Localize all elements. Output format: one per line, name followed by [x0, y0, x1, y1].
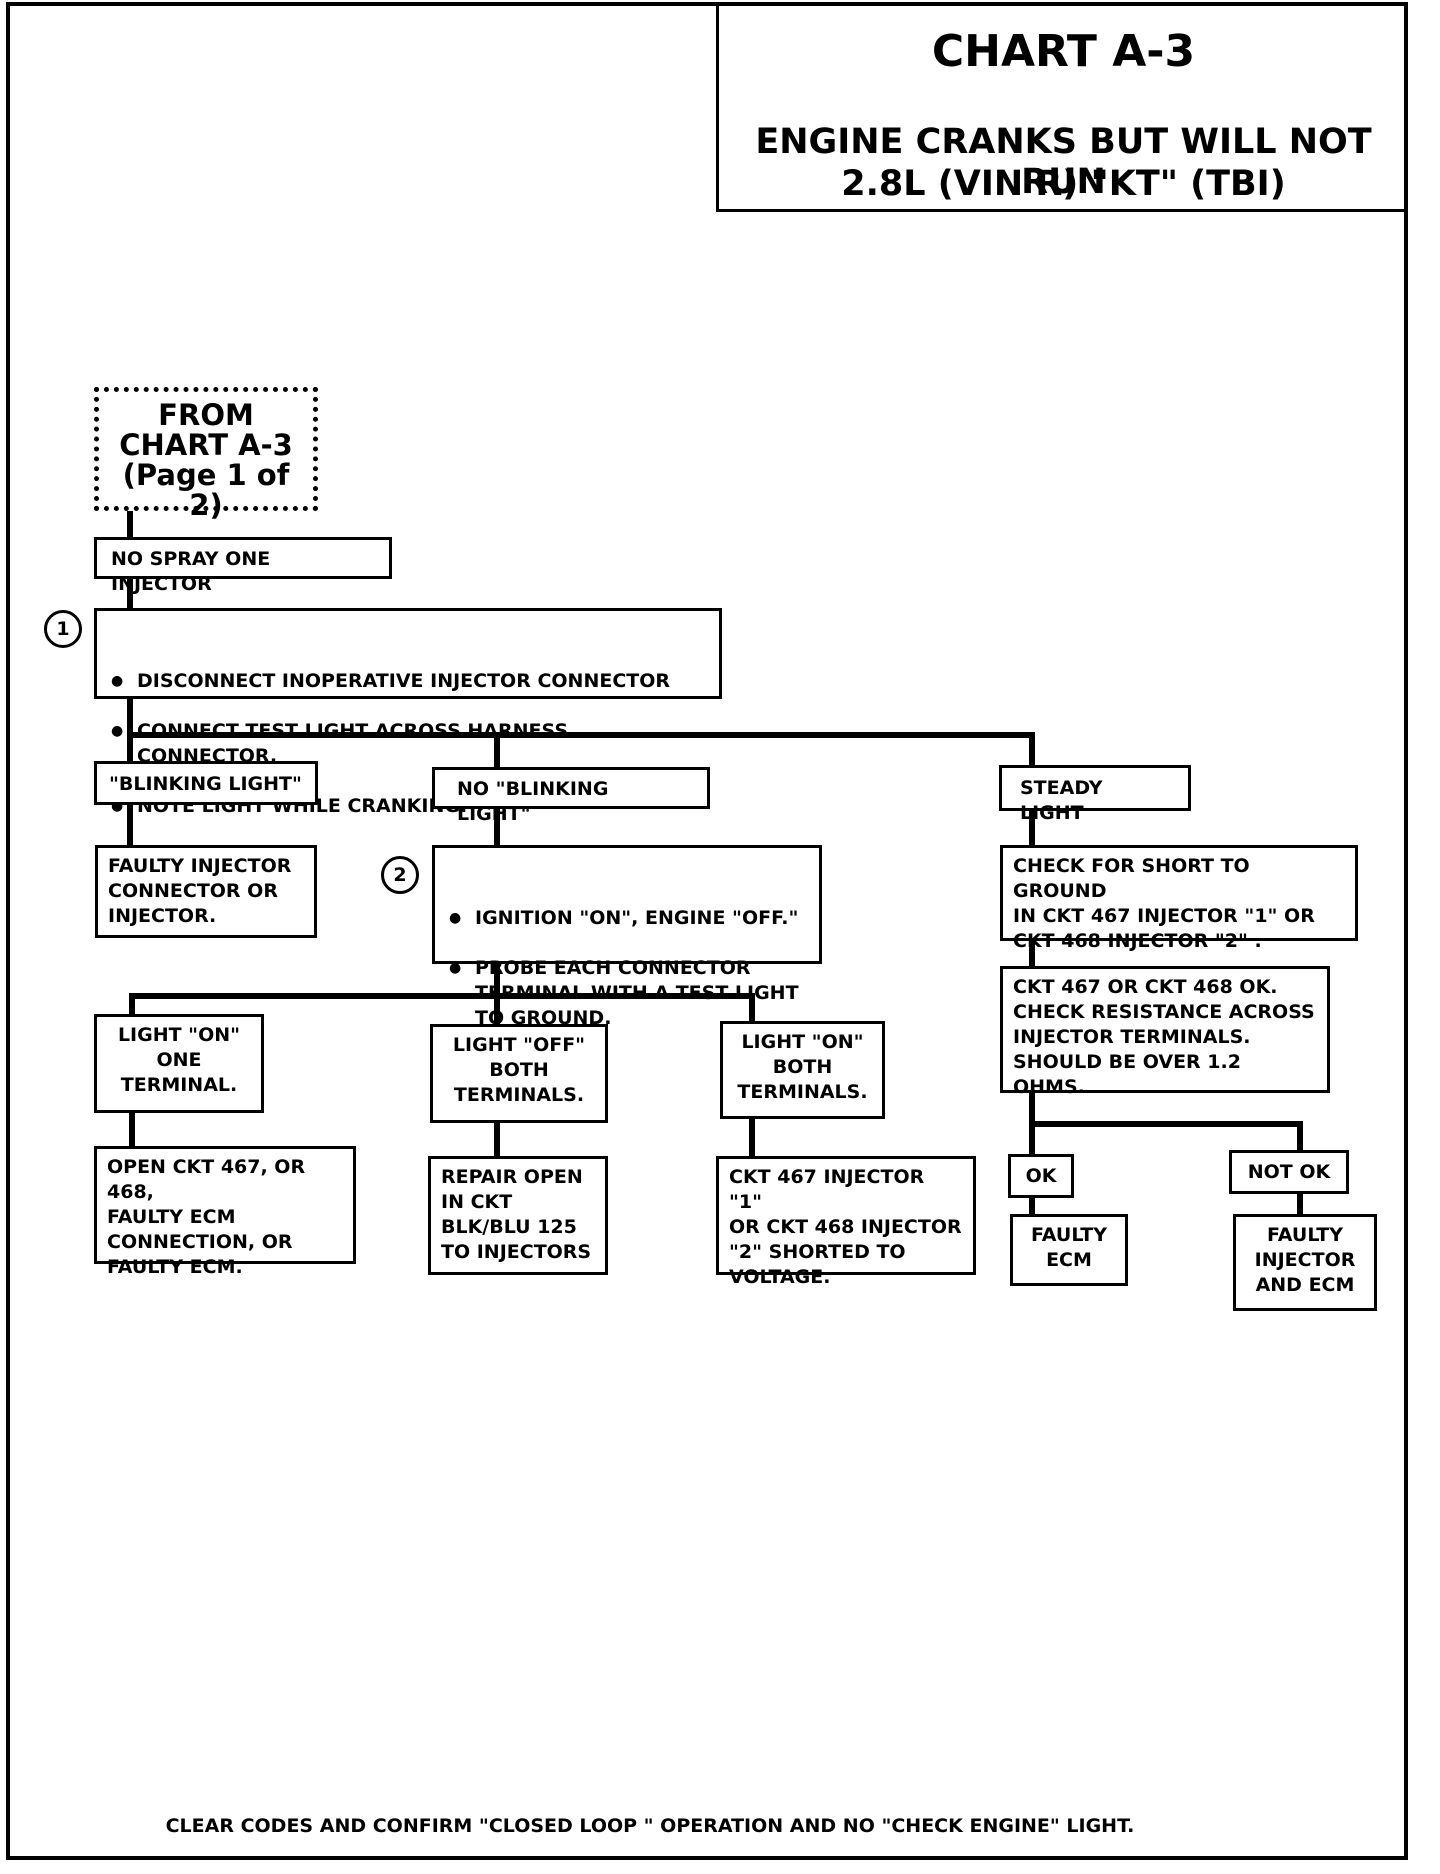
light-off-both-terminals-box: LIGHT "OFF" BOTH TERMINALS. — [430, 1024, 608, 1123]
repair-open-box: REPAIR OPEN IN CKT BLK/BLU 125 TO INJECT… — [428, 1156, 608, 1275]
ckt-ok-resistance-box: CKT 467 OR CKT 468 OK. CHECK RESISTANCE … — [1000, 966, 1330, 1098]
chart-title: CHART A-3 — [931, 26, 1196, 77]
step-1-item: DISCONNECT INOPERATIVE INJECTOR CONNECTO… — [107, 669, 709, 694]
check-short-box: CHECK FOR SHORT TO GROUND IN CKT 467 INJ… — [1000, 845, 1358, 952]
light-on-one-terminal-box: LIGHT "ON" ONE TERMINAL. — [94, 1014, 264, 1113]
light-on-both-terminals-box: LIGHT "ON" BOTH TERMINALS. — [720, 1021, 885, 1119]
no-blinking-light-box: NO "BLINKING LIGHT" — [432, 767, 710, 825]
chart-subtitle-line2: 2.8L (VIN R) "KT" (TBI) — [841, 164, 1286, 204]
steady-light-box: STEADY LIGHT — [999, 765, 1191, 824]
step-1-list: DISCONNECT INOPERATIVE INJECTOR CONNECTO… — [107, 644, 709, 844]
not-ok-box: NOT OK — [1229, 1150, 1349, 1194]
step-2-list: IGNITION "ON", ENGINE "OFF." PROBE EACH … — [445, 881, 809, 1056]
step-2-item: PROBE EACH CONNECTOR TERMINAL WITH A TES… — [445, 956, 809, 1031]
title-block: CHART A-3 ENGINE CRANKS BUT WILL NOT RUN… — [716, 2, 1408, 212]
chart-subtitle-line1: ENGINE CRANKS BUT WILL NOT RUN — [755, 122, 1372, 202]
ok-box: OK — [1008, 1154, 1074, 1198]
blinking-light-box: "BLINKING LIGHT" — [94, 761, 318, 805]
step-2-marker: 2 — [381, 856, 419, 894]
faulty-injector-and-ecm-box: FAULTY INJECTOR AND ECM — [1233, 1214, 1377, 1311]
step-1-box: DISCONNECT INOPERATIVE INJECTOR CONNECTO… — [94, 608, 722, 819]
faulty-ecm-box: FAULTY ECM — [1010, 1214, 1128, 1286]
from-chart-box: FROM CHART A-3 (Page 1 of 2) — [94, 387, 318, 520]
step-2-box: IGNITION "ON", ENGINE "OFF." PROBE EACH … — [432, 845, 822, 1029]
footer-instruction: CLEAR CODES AND CONFIRM "CLOSED LOOP " O… — [165, 1815, 1135, 1837]
faulty-injector-connector-box: FAULTY INJECTOR CONNECTOR OR INJECTOR. — [95, 845, 317, 938]
step-2-item: IGNITION "ON", ENGINE "OFF." — [445, 906, 809, 931]
open-ckt-box: OPEN CKT 467, OR 468, FAULTY ECM CONNECT… — [94, 1146, 356, 1278]
shorted-to-voltage-box: CKT 467 INJECTOR "1" OR CKT 468 INJECTOR… — [716, 1156, 976, 1288]
page-frame — [6, 2, 1408, 1860]
step-1-marker: 1 — [44, 610, 82, 648]
no-spray-box: NO SPRAY ONE INJECTOR — [94, 537, 392, 595]
